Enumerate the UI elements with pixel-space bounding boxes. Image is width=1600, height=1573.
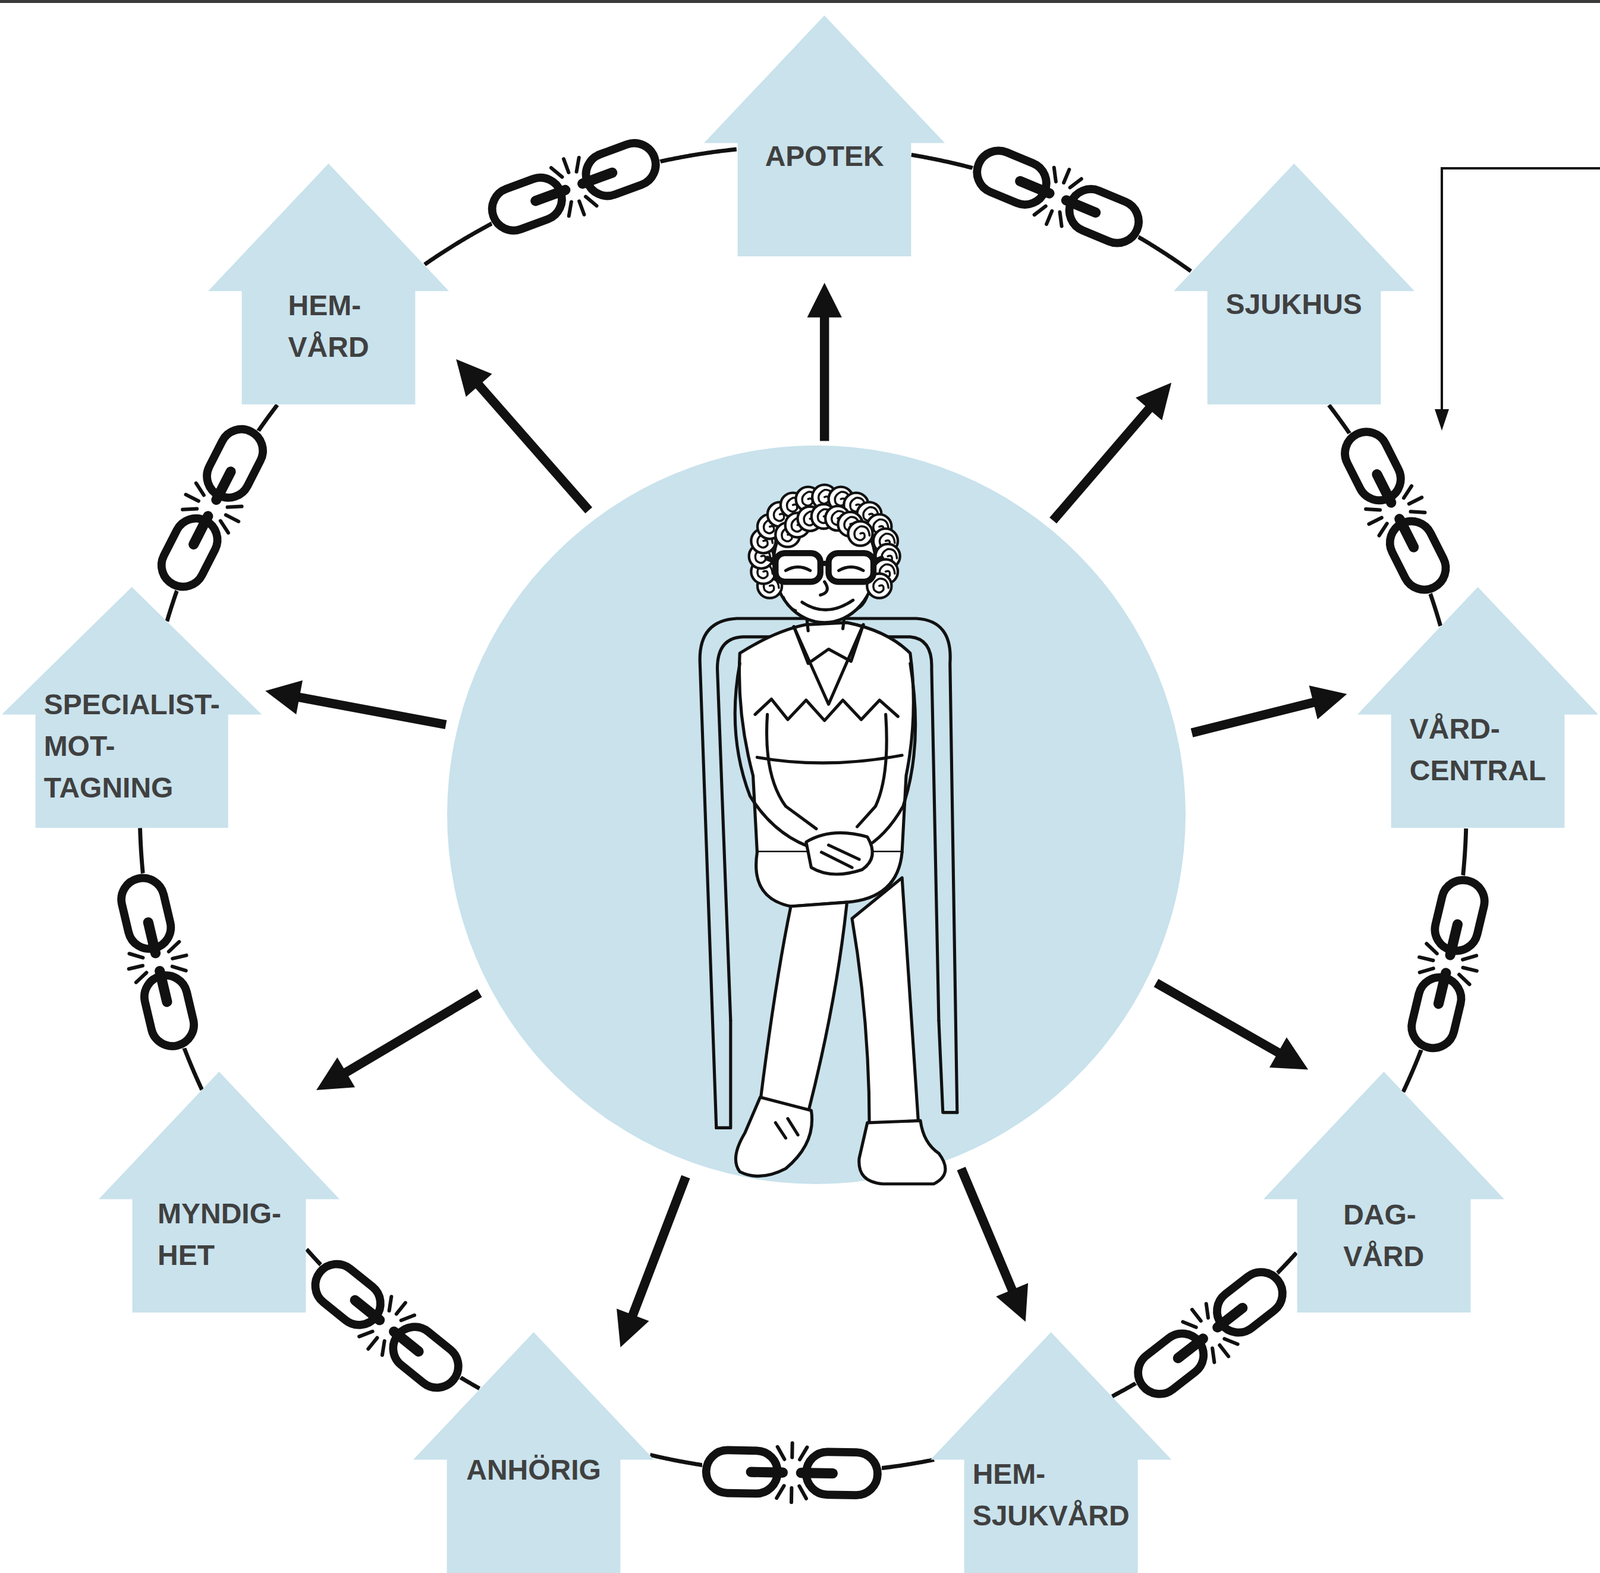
outward-arrow bbox=[316, 992, 480, 1090]
house-label: APOTEK bbox=[765, 135, 885, 178]
house-shape bbox=[413, 1331, 655, 1573]
broken-chain bbox=[963, 134, 1153, 259]
house-fill bbox=[1173, 163, 1415, 405]
broken-chain bbox=[1398, 869, 1498, 1059]
house-fill bbox=[413, 1331, 655, 1573]
house-box: MYNDIG- HET bbox=[98, 1071, 340, 1313]
house-label: ANHÖRIG bbox=[466, 1448, 602, 1491]
house-fill bbox=[208, 163, 449, 405]
house-box: SPECIALIST- MOT- TAGNING bbox=[1, 586, 262, 828]
broken-chain bbox=[479, 127, 669, 246]
leader-line bbox=[1441, 168, 1600, 411]
house-fill bbox=[1263, 1071, 1505, 1313]
top-rule bbox=[0, 0, 1600, 3]
house-shape bbox=[1357, 586, 1599, 828]
house-shape bbox=[1263, 1071, 1505, 1313]
ring-layer bbox=[140, 149, 1467, 1473]
house-label: SJUKHUS bbox=[1225, 283, 1362, 326]
outward-arrow bbox=[1192, 685, 1348, 733]
house-shape bbox=[930, 1331, 1172, 1573]
outward-arrow bbox=[265, 680, 446, 725]
house-fill bbox=[930, 1331, 1172, 1573]
house-label: MYNDIG- HET bbox=[157, 1192, 282, 1276]
chain-layer bbox=[108, 127, 1498, 1504]
house-label: VÅRD- CENTRAL bbox=[1409, 708, 1546, 792]
house-shape bbox=[208, 163, 449, 405]
house-box: VÅRD- CENTRAL bbox=[1357, 586, 1599, 828]
broken-chain bbox=[1121, 1253, 1300, 1411]
house-shape bbox=[1173, 163, 1415, 405]
house-fill bbox=[1357, 586, 1599, 828]
outward-arrow bbox=[1155, 982, 1309, 1070]
outward-arrow bbox=[616, 1176, 686, 1348]
house-label: HEM- VÅRD bbox=[288, 284, 370, 369]
house-box: HEM- VÅRD bbox=[208, 163, 449, 405]
hair-curl bbox=[847, 521, 873, 546]
house-fill bbox=[1, 586, 262, 828]
house-label: HEM- SJUKVÅRD bbox=[972, 1453, 1130, 1537]
house-label: SPECIALIST- MOT- TAGNING bbox=[43, 683, 220, 809]
broken-chain bbox=[701, 1441, 883, 1504]
house-shape bbox=[98, 1071, 340, 1313]
broken-chain bbox=[108, 867, 207, 1056]
house-shape bbox=[703, 15, 945, 257]
outward-arrow bbox=[807, 282, 842, 441]
house-fill bbox=[98, 1071, 340, 1313]
house-box: ANHÖRIG bbox=[413, 1331, 655, 1573]
house-box: HEM- SJUKVÅRD bbox=[930, 1331, 1172, 1573]
arrow-layer bbox=[265, 282, 1347, 1347]
house-box: DAG- VÅRD bbox=[1263, 1071, 1505, 1313]
outward-arrow bbox=[456, 359, 589, 511]
house-label: DAG- VÅRD bbox=[1343, 1193, 1425, 1278]
leader-arrowhead bbox=[1434, 409, 1449, 431]
broken-chain bbox=[145, 414, 280, 602]
outward-arrow bbox=[961, 1168, 1029, 1322]
house-box: SJUKHUS bbox=[1173, 163, 1415, 405]
seated-woman bbox=[699, 484, 958, 1184]
outward-arrow bbox=[1052, 382, 1172, 521]
center-disk bbox=[447, 445, 1186, 1184]
house-box: APOTEK bbox=[703, 15, 945, 257]
house-fill bbox=[703, 15, 945, 257]
broken-chain bbox=[1328, 417, 1463, 605]
broken-chain bbox=[298, 1246, 476, 1405]
